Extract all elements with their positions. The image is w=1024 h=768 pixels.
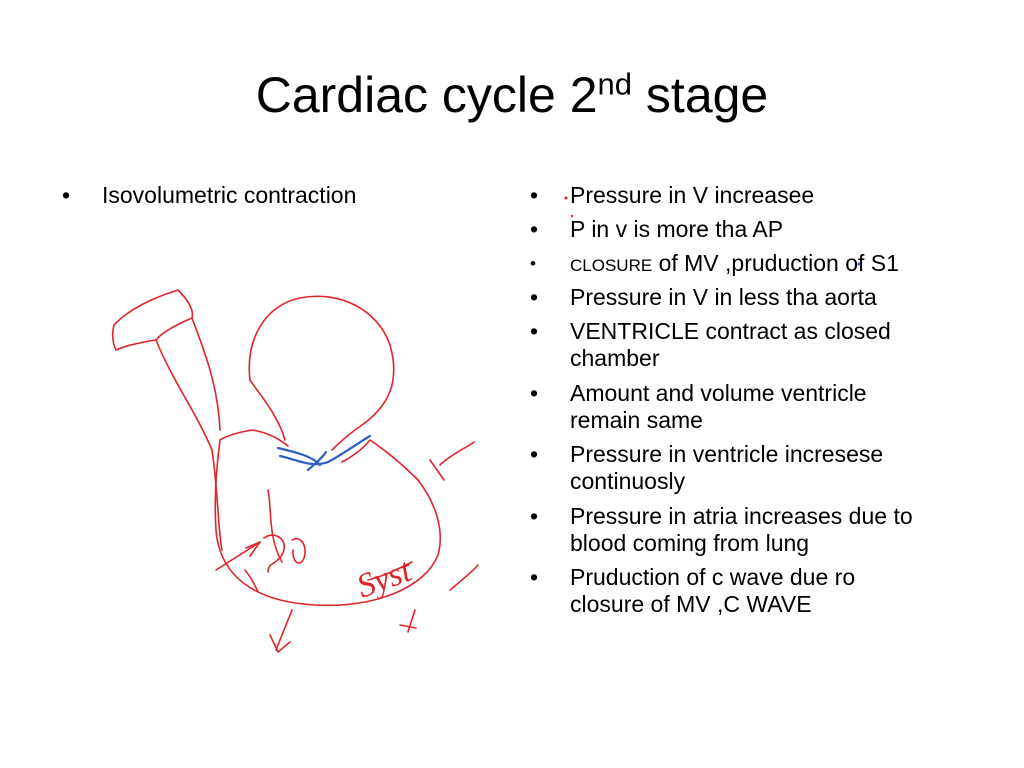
bullet-dot: • <box>530 441 539 467</box>
list-item-text-continued: chamber <box>570 345 660 371</box>
list-item-text-continued: blood coming from lung <box>570 530 810 556</box>
title-end: stage <box>645 67 769 123</box>
bullet-dot: • <box>530 216 539 242</box>
right-bullet-list: • Pressure in V increasee • P in v is mo… <box>530 182 1000 626</box>
bullet-dot: • <box>530 284 539 310</box>
red-pen-dot <box>570 214 574 218</box>
list-item-text: Pressure in V increasee <box>570 182 815 208</box>
atrium-outline <box>248 295 395 451</box>
title-main: Cardiac cycle 2 <box>255 67 598 123</box>
aorta-wall-lower <box>155 339 223 551</box>
mitral-valve <box>276 434 372 472</box>
list-item-text: Amount and volume ventricle <box>570 380 867 406</box>
pen-dot-marks <box>564 196 861 266</box>
ventricle-outline <box>214 439 442 607</box>
bullet-dot: • <box>530 380 539 406</box>
arrow-bottom <box>407 609 416 633</box>
list-item: • P in v is more tha AP <box>530 216 1000 250</box>
list-item-text: Pressure in V in less tha aorta <box>570 284 877 310</box>
valve-cross-mark <box>306 450 328 472</box>
list-item-text: VENTRICLE contract as closed <box>570 318 891 344</box>
title-superscript: nd <box>597 66 633 102</box>
handwritten-syst: Syst <box>352 551 418 605</box>
bullet-dot: • <box>530 318 539 344</box>
ventricle-top <box>219 429 289 447</box>
arrow-right-upper <box>439 441 475 466</box>
list-item-text-continued: remain same <box>570 407 703 433</box>
arrow-right-lower <box>449 564 479 591</box>
aorta-opening <box>111 289 194 351</box>
heart-outline <box>111 289 479 653</box>
bullet-dot: • <box>62 182 71 208</box>
squiggle-o <box>291 538 306 564</box>
red-pen-dot <box>564 196 568 200</box>
bullet-dot: • <box>530 564 539 590</box>
list-item-text-continued: continuosly <box>570 468 686 494</box>
list-item: • Pressure in atria increases due to blo… <box>530 503 1000 564</box>
blue-pen-dot <box>857 262 861 266</box>
list-item-text: P in v is more tha AP <box>570 216 784 242</box>
list-item: • Pressure in ventricle incresese contin… <box>530 441 1000 503</box>
aorta-wall-upper <box>191 317 221 431</box>
atrium-lower <box>249 379 286 441</box>
list-item: • Pressure in V in less tha aorta <box>530 284 1000 318</box>
arrow-lower-left <box>275 609 293 651</box>
list-item: • Pruduction of c wave due ro closure of… <box>530 564 1000 626</box>
septum-line <box>267 489 283 563</box>
list-item: • CLOSURE of MV ,pruduction of S1 <box>530 250 1000 284</box>
valve-leaflet-mid <box>278 454 330 466</box>
list-item-text: Pressure in ventricle incresese <box>570 441 884 467</box>
arrow-right-tick <box>429 459 445 481</box>
slide-title: Cardiac cycle 2nd stage <box>0 62 1024 128</box>
arrow-head <box>245 541 261 557</box>
syst-underline <box>367 561 413 581</box>
squiggle-s <box>263 534 285 573</box>
arrow-left-upper <box>215 541 261 571</box>
valve-leaflet-left <box>276 446 322 467</box>
arrow-bottom-head <box>399 624 417 629</box>
bullet-dot: • <box>530 503 539 529</box>
bullet-dot: • <box>530 182 539 208</box>
bullet-dot: • <box>530 254 536 273</box>
list-item: • Pressure in V increasee <box>530 182 1000 216</box>
arrow-lower-left-head <box>269 634 291 653</box>
arrow-line <box>244 569 259 593</box>
left-bullet-text: Isovolumetric contraction <box>102 182 357 208</box>
list-item-text: Pressure in atria increases due to <box>570 503 913 529</box>
syst-label: Syst <box>352 551 418 605</box>
list-item: • Amount and volume ventricle remain sam… <box>530 380 1000 441</box>
list-item: • VENTRICLE contract as closed chamber <box>530 318 1000 380</box>
list-item-text-continued: closure of MV ,C WAVE <box>570 591 812 617</box>
list-item-smallcaps-text: CLOSURE <box>570 256 653 275</box>
list-item-text: Pruduction of c wave due ro <box>570 564 856 590</box>
valve-leaflet-right <box>326 434 372 464</box>
heart-sketch: Syst <box>111 289 479 653</box>
